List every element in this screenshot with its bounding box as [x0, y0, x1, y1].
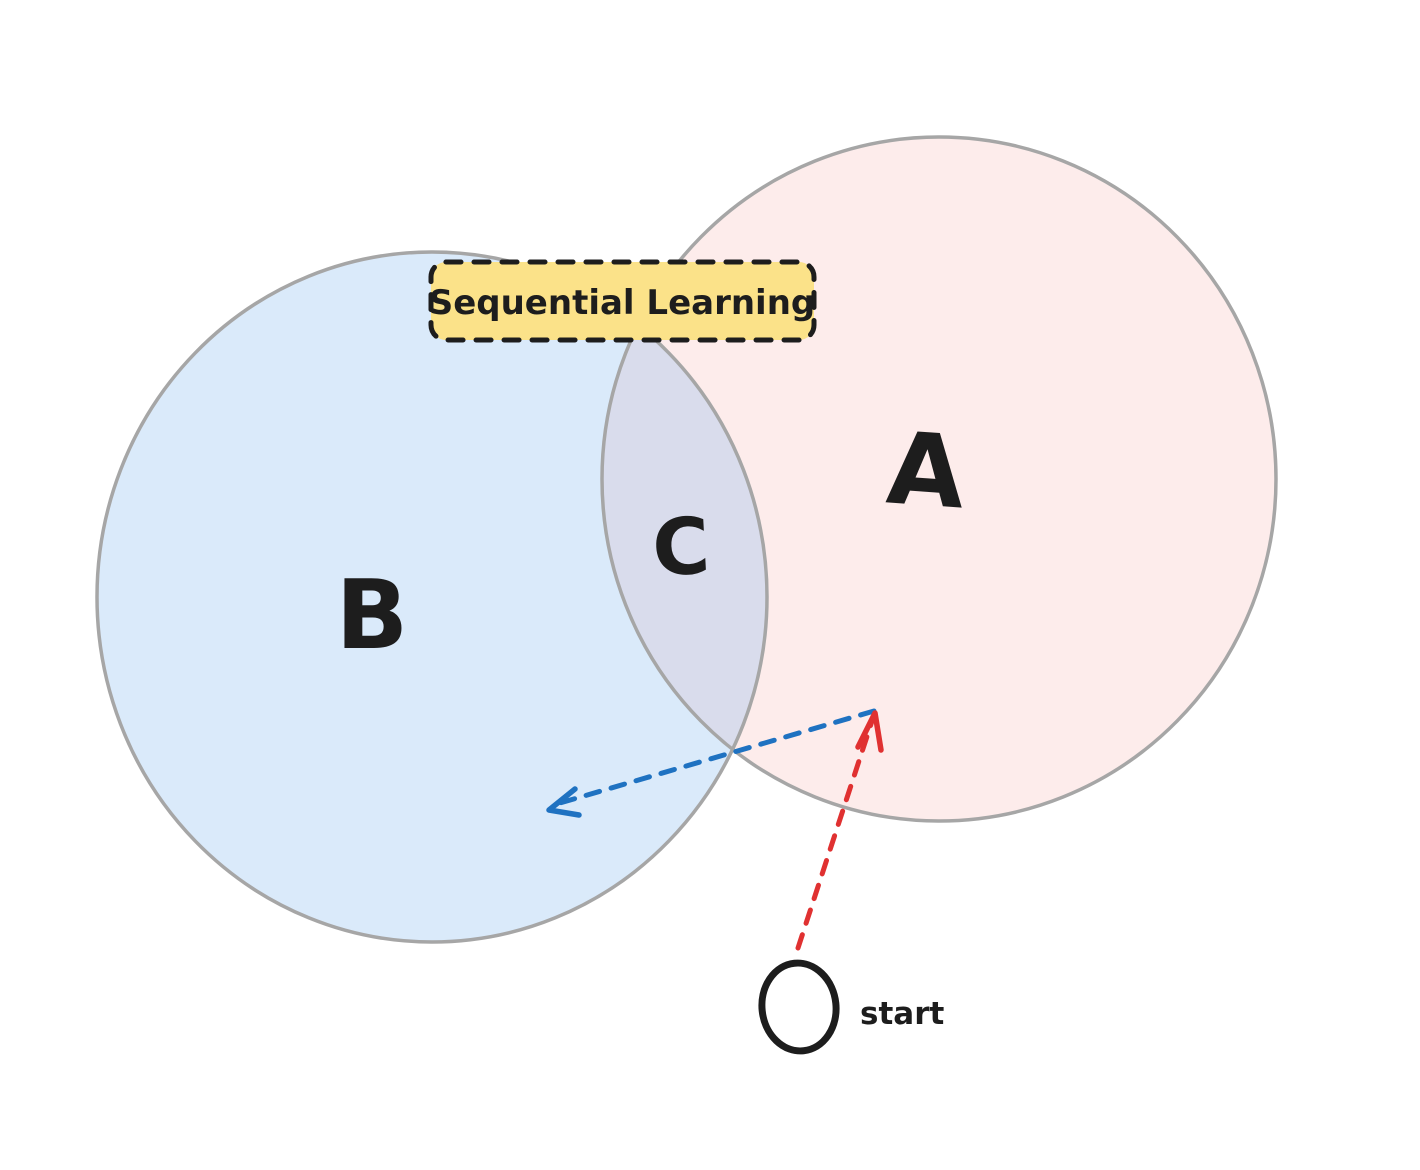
circle-b-label: B	[336, 561, 408, 671]
circle-a-label: A	[883, 409, 968, 531]
title-box-label: Sequential Learning	[429, 283, 816, 323]
blue-arrow-head	[546, 786, 582, 818]
circle-b-outline	[95, 250, 769, 944]
blue-dashed-arrow	[557, 708, 877, 806]
overlap-label: C	[650, 502, 712, 595]
circle-b	[97, 252, 767, 942]
circle-a-outline	[600, 135, 1278, 823]
start-label: start	[860, 996, 944, 1032]
red-dashed-arrow	[795, 715, 876, 951]
red-arrow-head	[855, 710, 884, 753]
start-node-circle	[758, 959, 840, 1055]
title-box	[428, 259, 817, 343]
